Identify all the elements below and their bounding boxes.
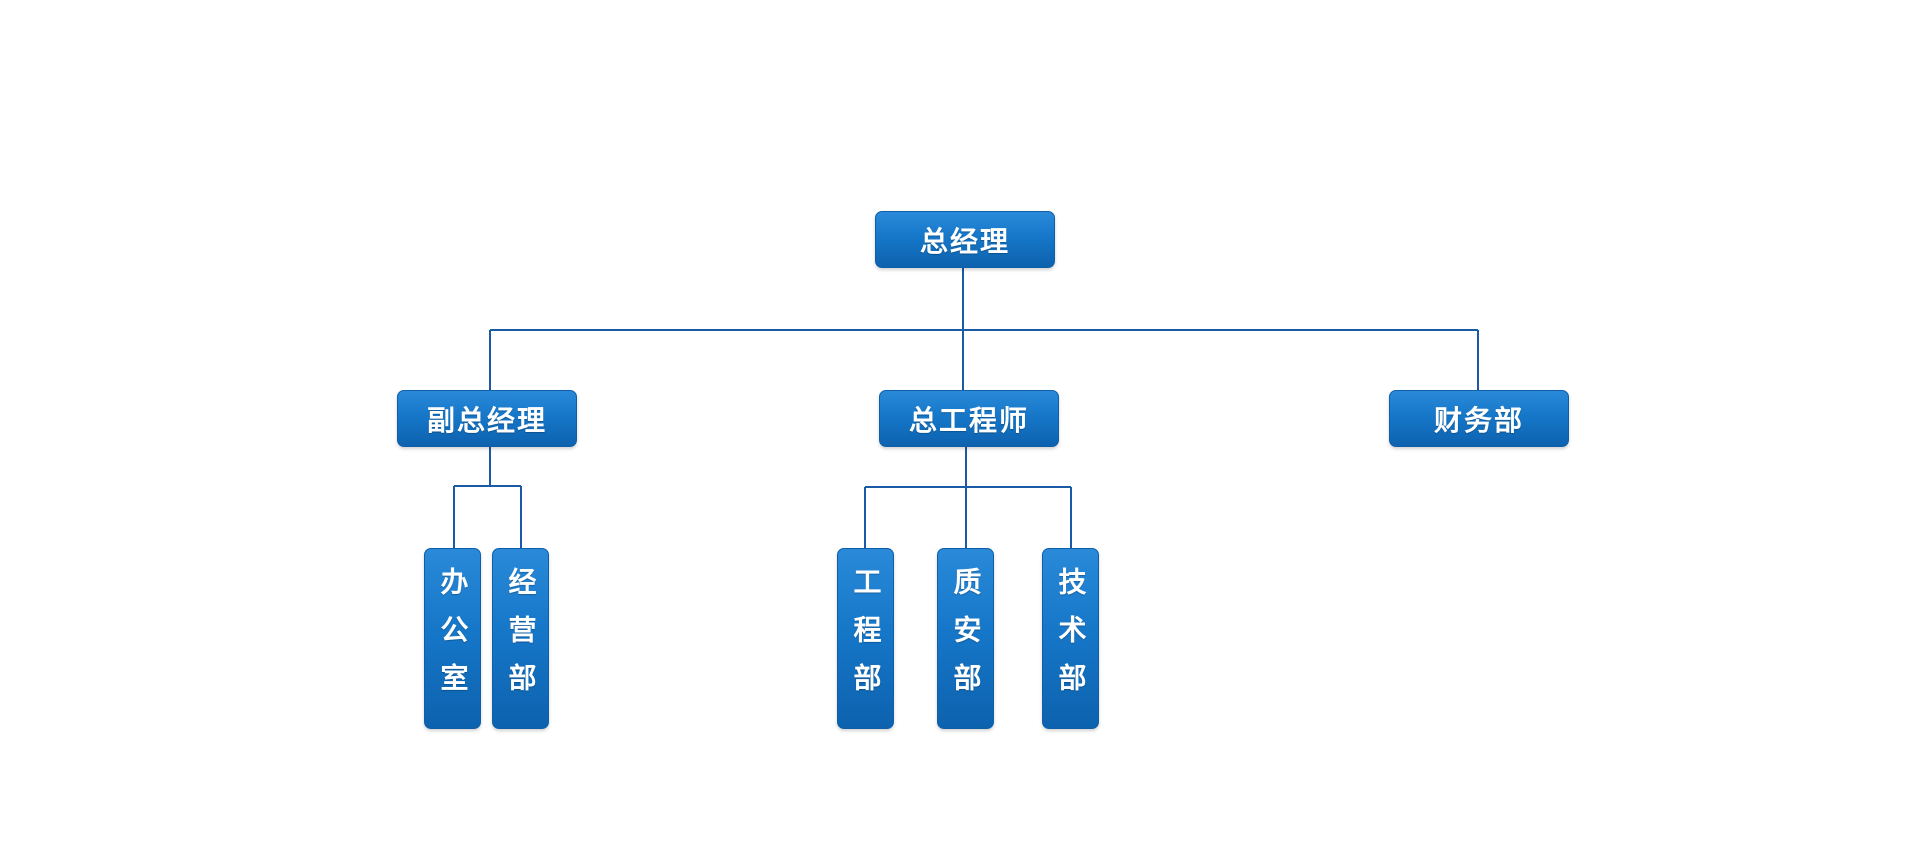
node-chief-engineer: 总工程师	[879, 390, 1059, 447]
node-technical-department: 技术部	[1042, 548, 1099, 729]
node-deputy-general-manager: 副总经理	[397, 390, 577, 447]
node-business-department: 经营部	[492, 548, 549, 729]
node-finance-department: 财务部	[1389, 390, 1569, 447]
node-general-manager: 总经理	[875, 211, 1055, 268]
node-engineering-department: 工程部	[837, 548, 894, 729]
node-office: 办公室	[424, 548, 481, 729]
node-quality-safety-department: 质安部	[937, 548, 994, 729]
